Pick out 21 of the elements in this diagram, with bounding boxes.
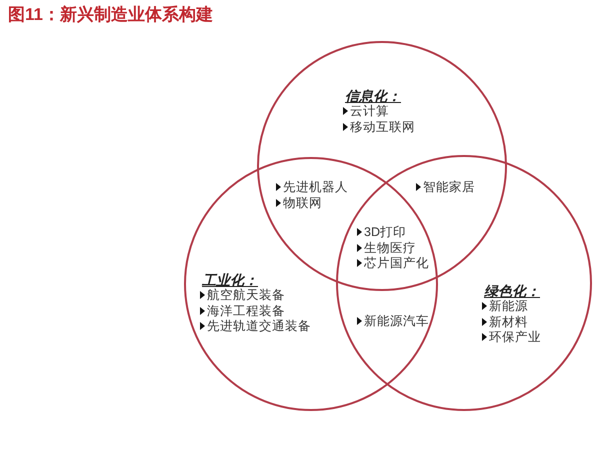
list-item: 云计算 bbox=[350, 104, 389, 119]
list-item: 先进轨道交通装备 bbox=[207, 318, 311, 334]
category-heading: 信息化： bbox=[345, 88, 401, 104]
list-item: 智能家居 bbox=[423, 179, 475, 195]
list-item: 新材料 bbox=[489, 314, 528, 330]
list-item: 生物医疗 bbox=[364, 240, 416, 256]
list-item: 移动互联网 bbox=[350, 118, 415, 134]
list-item: 新能源 bbox=[489, 298, 528, 314]
list-item: 海洋工程装备 bbox=[207, 302, 285, 318]
list-item: 物联网 bbox=[283, 195, 322, 211]
list-item: 航空航天装备 bbox=[207, 287, 285, 303]
category-heading: 工业化： bbox=[202, 272, 258, 288]
venn-circle bbox=[336, 155, 592, 411]
list-item: 环保产业 bbox=[489, 329, 541, 345]
venn-circle bbox=[184, 157, 438, 411]
list-item: 芯片国产化 bbox=[364, 255, 429, 271]
category-heading: 绿色化： bbox=[484, 283, 540, 299]
list-item: 新能源汽车 bbox=[364, 313, 429, 329]
figure-title: 图11：新兴制造业体系构建 bbox=[8, 5, 213, 25]
list-item: 先进机器人 bbox=[283, 179, 348, 195]
list-item: 3D打印 bbox=[364, 224, 406, 240]
